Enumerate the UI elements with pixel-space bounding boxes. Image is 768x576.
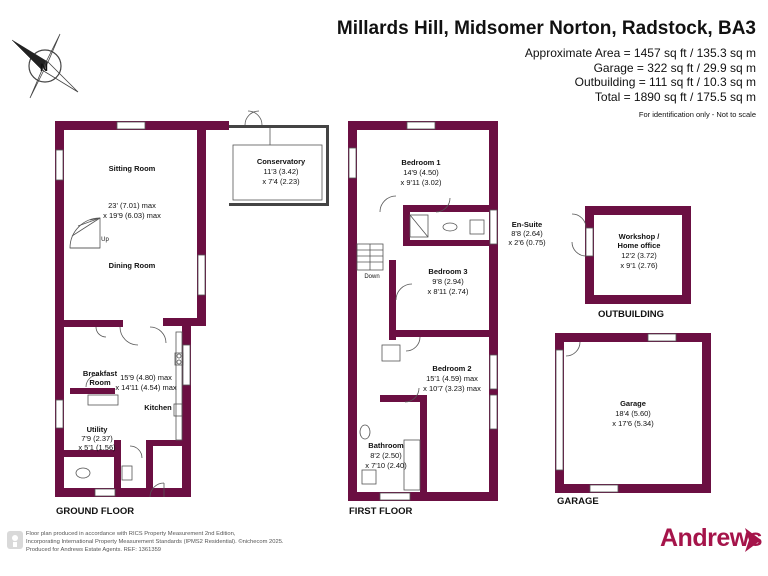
- area-summary: Approximate Area = 1457 sq ft / 135.3 sq…: [525, 46, 756, 123]
- outbuilding-caption: OUTBUILDING: [598, 309, 664, 320]
- brand-chevron-icon: [745, 528, 761, 552]
- en-suite-dim-1: 8'8 (2.64): [511, 229, 543, 238]
- garage-label: Garage: [620, 399, 646, 408]
- utility-dim-1: 7'9 (2.37): [81, 434, 113, 443]
- en-suite-label: En-Suite: [512, 220, 542, 229]
- breakfast-room-label-2: Room: [89, 378, 111, 387]
- footer-line-3: Produced for Andrews Estate Agents. REF:…: [26, 547, 162, 553]
- first-floor-caption: FIRST FLOOR: [349, 506, 413, 517]
- utility-dim-2: x 5'1 (1.56): [78, 443, 116, 452]
- workshop-label-2: Home office: [618, 241, 661, 250]
- bedroom-2-dim-1: 15'1 (4.59) max: [426, 374, 478, 383]
- bedroom-3-label: Bedroom 3: [428, 267, 467, 276]
- kitchen-label: Kitchen: [144, 403, 172, 412]
- workshop-label-1: Workshop /: [619, 232, 661, 241]
- total-area: Total = 1890 sq ft / 175.5 sq m: [594, 89, 756, 104]
- workshop-dim-2: x 9'1 (2.76): [620, 261, 658, 270]
- dining-room-label: Dining Room: [109, 261, 156, 270]
- footer-notes: Floor plan produced in accordance with R…: [26, 530, 284, 554]
- breakfast-room-label-1: Breakfast: [83, 369, 118, 378]
- compass-north-label: N: [40, 62, 48, 74]
- ground-floor-details: [55, 110, 323, 498]
- bedroom-3-dim-1: 9'8 (2.94): [432, 277, 464, 286]
- first-floor-details: [348, 121, 498, 501]
- garage-dim-2: x 17'6 (5.34): [612, 419, 654, 428]
- ground-floor-caption: GROUND FLOOR: [56, 506, 135, 517]
- sitting-dining-dim-2: x 19'9 (6.03) max: [103, 211, 161, 220]
- kitchen-breakfast-dim-2: x 14'11 (4.54) max: [115, 383, 177, 392]
- room-labels: Sitting Room Conservatory 11'3 (3.42) x …: [78, 157, 660, 470]
- conservatory-label: Conservatory: [257, 157, 306, 166]
- bedroom-1-dim-1: 14'9 (4.50): [403, 168, 439, 177]
- conservatory-dim-1: 11'3 (3.42): [263, 167, 299, 176]
- stairs-down-label: Down: [364, 274, 379, 280]
- sitting-room-label: Sitting Room: [109, 164, 156, 173]
- en-suite-dim-2: x 2'6 (0.75): [508, 238, 546, 247]
- footer-line-2: Incorporating International Property Mea…: [26, 539, 284, 545]
- bathroom-dim-1: 8'2 (2.50): [370, 451, 402, 460]
- garage-dim-1: 18'4 (5.60): [615, 409, 651, 418]
- garage-details: [555, 333, 677, 493]
- rics-badge-icon: [7, 531, 23, 549]
- workshop-dim-1: 12'2 (3.72): [621, 251, 657, 260]
- stairs-up-label: Up: [101, 237, 109, 243]
- bedroom-3-dim-2: x 8'11 (2.74): [428, 287, 469, 296]
- bedroom-2-dim-2: x 10'7 (3.23) max: [423, 384, 481, 393]
- sitting-dining-dim-1: 23' (7.01) max: [108, 201, 156, 210]
- outbuilding-area: Outbuilding = 111 sq ft / 10.3 sq m: [574, 75, 756, 89]
- conservatory-dim-2: x 7'4 (2.23): [262, 177, 300, 186]
- bedroom-1-dim-2: x 9'11 (3.02): [401, 178, 442, 187]
- garage-area: Garage = 322 sq ft / 29.9 sq m: [593, 60, 756, 75]
- kitchen-breakfast-dim-1: 15'9 (4.80) max: [120, 373, 172, 382]
- identification-note: For identification only - Not to scale: [638, 110, 756, 119]
- outbuilding-details: [571, 213, 594, 257]
- footer-line-1: Floor plan produced in accordance with R…: [26, 531, 236, 537]
- bedroom-1-label: Bedroom 1: [401, 158, 440, 167]
- utility-label: Utility: [87, 425, 109, 434]
- bedroom-2-label: Bedroom 2: [432, 364, 471, 373]
- approximate-area: Approximate Area = 1457 sq ft / 135.3 sq…: [524, 46, 756, 60]
- compass-icon: N: [11, 33, 79, 99]
- garage-caption: GARAGE: [557, 496, 599, 507]
- bathroom-label: Bathroom: [368, 441, 404, 450]
- bathroom-dim-2: x 7'10 (2.40): [365, 461, 407, 470]
- property-address-title: Millards Hill, Midsomer Norton, Radstock…: [336, 18, 756, 39]
